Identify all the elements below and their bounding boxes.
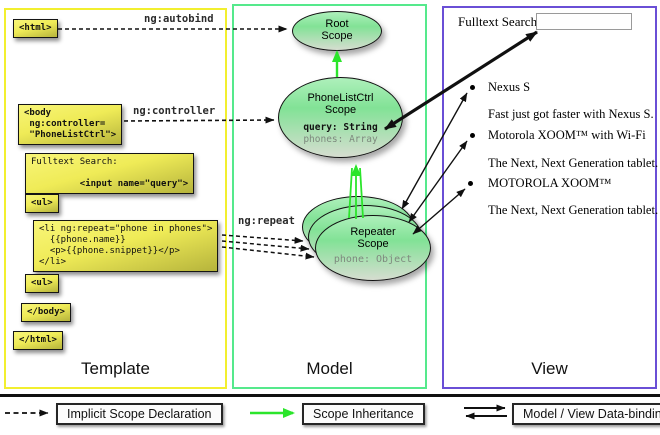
- code-fulltext-input: <input name="query">: [68, 179, 189, 189]
- view-item-snippet: The Next, Next Generation tablet.: [488, 203, 659, 217]
- view-item-snippet: The Next, Next Generation tablet.: [488, 156, 659, 170]
- phonelistctrl-prop-phones: phones: Array: [303, 134, 378, 145]
- model-panel-label: Model: [306, 359, 353, 378]
- code-ul-close: <ul>: [25, 274, 59, 293]
- ng-autobind-label: ng:autobind: [144, 13, 214, 25]
- code-body-open: <body ng:controller= "PhoneListCtrl">: [18, 104, 123, 145]
- view-search-label: Fulltext Search:: [458, 14, 541, 29]
- view-search-input[interactable]: [536, 13, 632, 30]
- bullet-icon: [468, 181, 473, 186]
- legend-separator: [0, 394, 660, 397]
- code-body-close: </body>: [21, 303, 71, 322]
- legend-binding-box: Model / View Data-binding: [512, 403, 660, 425]
- code-html-open: <html>: [13, 19, 58, 38]
- model-panel: Model: [232, 4, 427, 389]
- legend-implicit-box: Implicit Scope Declaration: [56, 403, 223, 425]
- code-fulltext-label: Fulltext Search:: [31, 157, 118, 167]
- view-panel: View: [442, 6, 657, 389]
- ng-repeat-label: ng:repeat: [238, 215, 295, 227]
- bullet-icon: [470, 85, 475, 90]
- legend-inheritance-box: Scope Inheritance: [302, 403, 425, 425]
- phonelistctrl-prop-query: query: String: [303, 122, 378, 133]
- repeater-prop-phone: phone: Object: [333, 254, 413, 265]
- bullet-icon: [470, 133, 475, 138]
- code-ul-open: <ul>: [25, 194, 59, 213]
- template-panel: Template: [4, 8, 227, 389]
- view-item-title: Motorola XOOM™ with Wi-Fi: [488, 128, 646, 142]
- code-li-repeat: <li ng:repeat="phone in phones"> {{phone…: [33, 220, 219, 272]
- view-item-title: Nexus S: [488, 80, 531, 94]
- view-panel-label: View: [531, 359, 568, 378]
- code-html-close: </html>: [13, 331, 63, 350]
- ng-controller-label: ng:controller: [133, 105, 216, 117]
- code-fulltext-search: Fulltext Search: <input name="query">: [25, 153, 195, 194]
- view-item-title: MOTOROLA XOOM™: [488, 176, 612, 190]
- template-panel-label: Template: [81, 359, 150, 378]
- view-item-snippet: Fast just got faster with Nexus S.: [488, 107, 654, 121]
